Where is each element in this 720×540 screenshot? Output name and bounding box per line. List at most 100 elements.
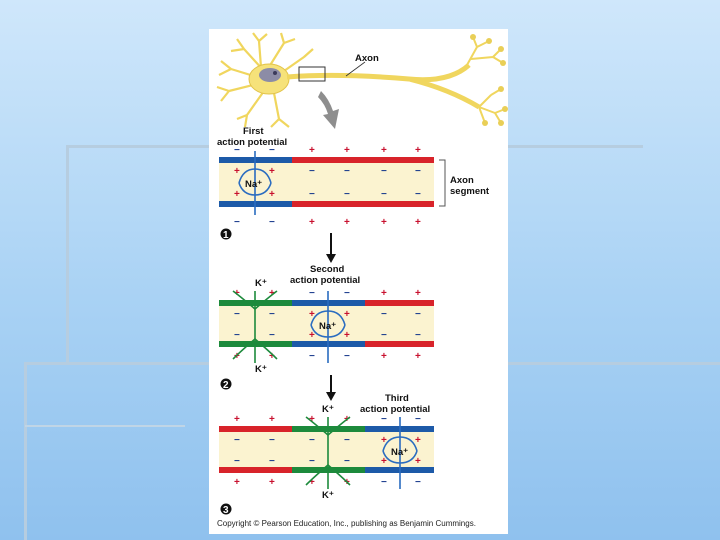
plus-charge-sign: + xyxy=(381,351,387,362)
k-label-2-bottom: K⁺ xyxy=(255,364,267,375)
first-ap-label-line1: First xyxy=(243,126,264,137)
plus-charge-sign: + xyxy=(234,166,240,177)
minus-charge-sign: − xyxy=(269,330,275,341)
minus-charge-sign: − xyxy=(415,189,421,200)
minus-charge-sign: − xyxy=(234,309,240,320)
plus-charge-sign: + xyxy=(269,351,275,362)
minus-charge-sign: − xyxy=(234,330,240,341)
plus-charge-sign: + xyxy=(269,288,275,299)
step-number: 2 xyxy=(223,380,229,391)
plus-charge-sign: + xyxy=(344,217,350,228)
k-label-3-bottom: K⁺ xyxy=(322,490,334,501)
plus-charge-sign: + xyxy=(269,477,275,488)
neuron-illustration xyxy=(216,32,508,128)
background-line-short xyxy=(25,425,185,427)
plus-charge-sign: + xyxy=(381,288,387,299)
step-badge-2 xyxy=(220,378,232,390)
k-label-3-top: K⁺ xyxy=(322,404,334,415)
minus-charge-sign: − xyxy=(269,309,275,320)
minus-charge-sign: − xyxy=(234,217,240,228)
plus-charge-sign: + xyxy=(234,351,240,362)
minus-charge-sign: − xyxy=(234,456,240,467)
plus-charge-sign: + xyxy=(344,309,350,320)
minus-charge-sign: − xyxy=(381,414,387,425)
second-ap-label-line2: action potential xyxy=(290,275,360,286)
plus-charge-sign: + xyxy=(415,456,421,467)
plus-charge-sign: + xyxy=(309,477,315,488)
minus-charge-sign: − xyxy=(344,288,350,299)
plus-charge-sign: + xyxy=(415,288,421,299)
background-line-vertical-lower xyxy=(24,362,27,540)
minus-charge-sign: − xyxy=(234,145,240,156)
plus-charge-sign: + xyxy=(234,414,240,425)
copyright-text: Copyright © Pearson Education, Inc., pub… xyxy=(217,519,476,528)
minus-charge-sign: − xyxy=(381,166,387,177)
minus-charge-sign: − xyxy=(381,309,387,320)
minus-charge-sign: − xyxy=(415,330,421,341)
panel-3: Third action potential K⁺ + + + + − − − … xyxy=(219,393,434,516)
na-label-3: Na⁺ xyxy=(391,447,408,458)
minus-charge-sign: − xyxy=(309,435,315,446)
plus-charge-sign: + xyxy=(309,414,315,425)
plus-charge-sign: + xyxy=(269,189,275,200)
plus-charge-sign: + xyxy=(309,145,315,156)
minus-charge-sign: − xyxy=(381,189,387,200)
background-line-vertical-left xyxy=(66,145,69,365)
minus-charge-sign: − xyxy=(344,456,350,467)
minus-charge-sign: − xyxy=(344,351,350,362)
axon-segment-bracket xyxy=(439,159,446,207)
plus-charge-sign: + xyxy=(269,166,275,177)
plus-charge-sign: + xyxy=(269,414,275,425)
step-badge-3 xyxy=(220,503,232,515)
zoom-arrow xyxy=(318,91,339,129)
k-label-2-top: K⁺ xyxy=(255,278,267,289)
minus-charge-sign: − xyxy=(309,351,315,362)
plus-charge-sign: + xyxy=(344,330,350,341)
second-ap-label-line1: Second xyxy=(310,264,345,275)
step-number: 1 xyxy=(223,230,229,241)
axon-segment-label-line2: segment xyxy=(450,186,490,197)
minus-charge-sign: − xyxy=(344,189,350,200)
third-ap-label-line2: action potential xyxy=(360,404,430,415)
step-badge-1 xyxy=(220,228,232,240)
plus-charge-sign: + xyxy=(309,309,315,320)
plus-charge-sign: + xyxy=(234,477,240,488)
plus-charge-sign: + xyxy=(344,145,350,156)
minus-charge-sign: − xyxy=(269,456,275,467)
axon-leader-line xyxy=(345,61,366,77)
action-potential-figure: Axon First action potential − − + + + + … xyxy=(209,29,508,534)
plus-charge-sign: + xyxy=(381,456,387,467)
plus-charge-sign: + xyxy=(415,217,421,228)
minus-charge-sign: − xyxy=(309,166,315,177)
minus-charge-sign: − xyxy=(415,414,421,425)
plus-charge-sign: + xyxy=(309,330,315,341)
minus-charge-sign: − xyxy=(269,435,275,446)
plus-charge-sign: + xyxy=(381,435,387,446)
plus-charge-sign: + xyxy=(381,145,387,156)
minus-charge-sign: − xyxy=(344,166,350,177)
minus-charge-sign: − xyxy=(234,435,240,446)
axon-label: Axon xyxy=(355,53,379,64)
panel-1: First action potential − − + + + + + + −… xyxy=(217,126,490,241)
minus-charge-sign: − xyxy=(415,309,421,320)
minus-charge-sign: − xyxy=(344,435,350,446)
plus-charge-sign: + xyxy=(309,217,315,228)
na-label-2: Na⁺ xyxy=(319,321,336,332)
plus-charge-sign: + xyxy=(381,217,387,228)
magnify-box xyxy=(298,66,326,82)
diagram-canvas: Axon First action potential − − + + + + … xyxy=(216,32,508,528)
axon-segment-label-line1: Axon xyxy=(450,175,474,186)
third-ap-label-line1: Third xyxy=(385,393,409,404)
minus-charge-sign: − xyxy=(415,166,421,177)
minus-charge-sign: − xyxy=(415,477,421,488)
minus-charge-sign: − xyxy=(269,145,275,156)
minus-charge-sign: − xyxy=(309,288,315,299)
plus-charge-sign: + xyxy=(415,351,421,362)
plus-charge-sign: + xyxy=(234,189,240,200)
na-label-1: Na⁺ xyxy=(245,179,262,190)
first-ap-label-line2: action potential xyxy=(217,137,287,148)
minus-charge-sign: − xyxy=(381,477,387,488)
minus-charge-sign: − xyxy=(269,217,275,228)
minus-charge-sign: − xyxy=(309,456,315,467)
minus-charge-sign: − xyxy=(381,330,387,341)
